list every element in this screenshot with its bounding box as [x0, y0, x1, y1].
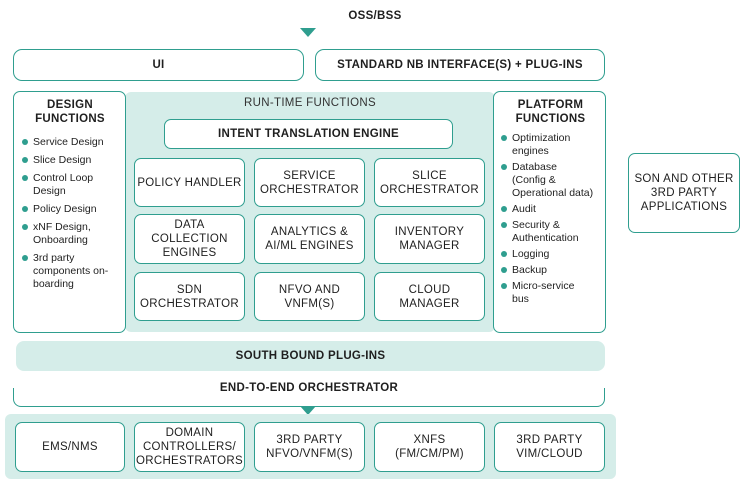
platform-functions-title: PLATFORM FUNCTIONS	[515, 99, 586, 125]
list-item: Control Loop Design	[21, 172, 119, 198]
list-item: Logging	[500, 248, 601, 261]
list-item: Service Design	[21, 136, 119, 149]
down-arrow-icon	[300, 28, 316, 37]
son-third-party-apps-box: SON AND OTHER 3RD PARTY APPLICATIONS	[628, 153, 740, 233]
ems-nms-box: EMS/NMS	[15, 422, 125, 472]
data-collection-engines-box: DATA COLLECTION ENGINES	[134, 214, 245, 264]
cloud-manager-box: CLOUD MANAGER	[374, 272, 485, 321]
list-item: 3rd party components on- boarding	[21, 252, 119, 291]
nfvo-vnfm-box: NFVO AND VNFM(S)	[254, 272, 365, 321]
e2e-orchestrator-title: END-TO-END ORCHESTRATOR	[219, 382, 399, 394]
service-orchestrator-box: SERVICE ORCHESTRATOR	[254, 158, 365, 207]
south-bound-plugins-bar: SOUTH BOUND PLUG-INS	[16, 341, 605, 371]
nb-interface-box: STANDARD NB INTERFACE(S) + PLUG-INS	[315, 49, 605, 81]
list-item: Slice Design	[21, 154, 119, 167]
e2e-orchestrator-bracket	[13, 388, 605, 407]
list-item: Policy Design	[21, 203, 119, 216]
list-item: Micro-service bus	[500, 280, 601, 306]
list-item: Security & Authentication	[500, 219, 601, 245]
platform-functions-panel: PLATFORM FUNCTIONS Optimization engines …	[493, 91, 606, 333]
intent-translation-engine-box: INTENT TRANSLATION ENGINE	[164, 119, 453, 149]
third-party-nfvo-vnfm-box: 3RD PARTY NFVO/VNFM(S)	[254, 422, 365, 472]
list-item: Optimization engines	[500, 132, 601, 158]
list-item: Backup	[500, 264, 601, 277]
list-item: xNF Design, Onboarding	[21, 221, 119, 247]
oss-bss-label: OSS/BSS	[348, 10, 402, 22]
domain-controllers-box: DOMAIN CONTROLLERS/ ORCHESTRATORS	[134, 422, 245, 472]
inventory-manager-box: INVENTORY MANAGER	[374, 214, 485, 264]
policy-handler-box: POLICY HANDLER	[134, 158, 245, 207]
sdn-orchestrator-box: SDN ORCHESTRATOR	[134, 272, 245, 321]
xnfs-box: XNFS (FM/CM/PM)	[374, 422, 485, 472]
list-item: Audit	[500, 203, 601, 216]
down-arrow-icon	[300, 406, 316, 415]
design-functions-title: DESIGN FUNCTIONS	[35, 99, 105, 125]
slice-orchestrator-box: SLICE ORCHESTRATOR	[374, 158, 485, 207]
list-item: Database (Config & Operational data)	[500, 161, 601, 200]
ui-box: UI	[13, 49, 304, 81]
design-functions-panel: DESIGN FUNCTIONS Service Design Slice De…	[13, 91, 126, 333]
runtime-functions-title: RUN-TIME FUNCTIONS	[244, 97, 376, 109]
platform-functions-list: Optimization engines Database (Config & …	[500, 132, 601, 306]
analytics-ai-ml-engines-box: ANALYTICS & AI/ML ENGINES	[254, 214, 365, 264]
third-party-vim-cloud-box: 3RD PARTY VIM/CLOUD	[494, 422, 605, 472]
design-functions-list: Service Design Slice Design Control Loop…	[21, 136, 119, 291]
